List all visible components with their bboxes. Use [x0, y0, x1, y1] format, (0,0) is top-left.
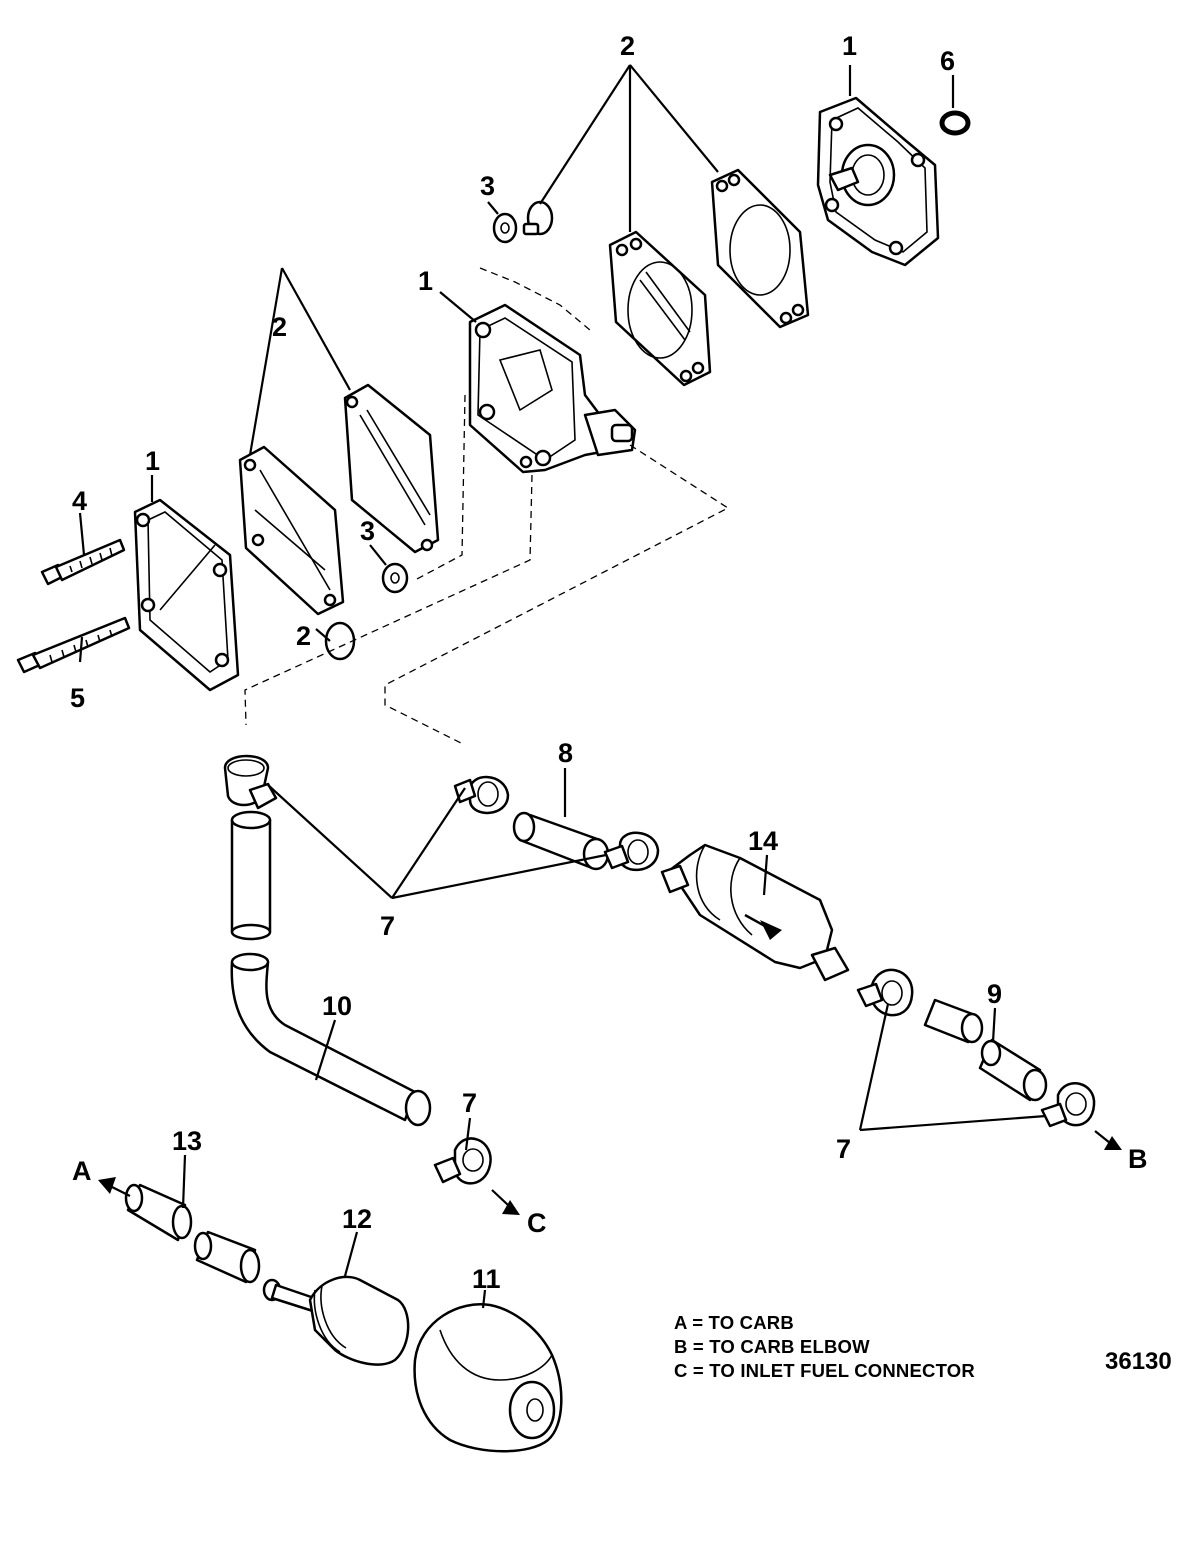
callout-1-pump-body: 1: [418, 266, 433, 296]
callout-13-hose: 13: [172, 1126, 202, 1156]
callout-4-screw: 4: [72, 486, 87, 516]
hose-short: [512, 811, 610, 871]
hose-clamp-right-lower: [1040, 1082, 1096, 1128]
o-ring: [939, 110, 971, 136]
pump-cover-top: [816, 96, 940, 267]
gasket-left-front: [238, 445, 345, 616]
leader-lines: [78, 64, 1047, 1309]
pump-body: [468, 303, 637, 474]
fuel-filter: [660, 843, 850, 982]
callout-5-screw: 5: [70, 683, 85, 713]
hose-clamp-lower: [433, 1137, 492, 1185]
hose-clamp-upper-mid: [453, 775, 510, 815]
destination-label-a: A: [72, 1156, 92, 1186]
assembly-lines: [244, 267, 730, 746]
fuel-hose-bent: [230, 952, 432, 1127]
arrow-to-a: [98, 1177, 131, 1197]
callout-2-mid: 2: [272, 312, 287, 342]
diaphragm: [608, 230, 712, 387]
hose-clamp-right-upper: [856, 968, 914, 1017]
figure-number: 36130: [1105, 1348, 1172, 1375]
hose-short-vertical: [230, 810, 272, 941]
screw-long: [16, 616, 131, 674]
arrow-to-c: [491, 1189, 520, 1215]
legend-item-a: A = TO CARB: [674, 1312, 794, 1333]
callout-1-left-cover: 1: [145, 446, 160, 476]
arrow-to-b: [1094, 1130, 1122, 1150]
retainer-lower: [381, 562, 409, 594]
callout-12-primer-bulb: 12: [342, 1204, 372, 1234]
callout-7-left: 7: [380, 911, 395, 941]
callout-3-top: 3: [480, 171, 495, 201]
destination-label-c: C: [527, 1208, 547, 1238]
callout-7-lower: 7: [462, 1088, 477, 1118]
primer-bulb: [262, 1275, 410, 1366]
check-valve-lower: [324, 621, 356, 661]
callout-14-filter: 14: [748, 826, 778, 856]
callout-1-top-cover: 1: [842, 31, 857, 61]
destination-legend: A = TO CARB B = TO CARB ELBOW C = TO INL…: [674, 1311, 975, 1383]
destination-label-b: B: [1128, 1144, 1148, 1174]
callout-2-low: 2: [296, 621, 311, 651]
callout-8-hose: 8: [558, 738, 573, 768]
callout-2-top: 2: [620, 31, 635, 61]
gasket-left-rear: [343, 383, 440, 554]
callout-6-o-ring: 6: [940, 46, 955, 76]
hose-short-right: [923, 998, 984, 1044]
callout-3-mid: 3: [360, 516, 375, 546]
legend-item-b: B = TO CARB ELBOW: [674, 1336, 870, 1357]
callout-10-hose: 10: [322, 991, 352, 1021]
screw-short: [40, 538, 126, 586]
callout-9-hose: 9: [987, 979, 1002, 1009]
hose-elbow-right: [978, 1038, 1048, 1102]
retainer-top: [492, 212, 518, 244]
primer-bulb-cover: [413, 1303, 563, 1453]
gasket-top-right: [710, 168, 810, 329]
callout-7-right: 7: [836, 1134, 851, 1164]
hose-clamp-upper-left: [223, 754, 278, 810]
hose-clamp-mid: [603, 831, 660, 872]
callout-labels: 1 6 2 3 1 2 1 4 5 3 2 8 14 7 10 7 9 7 13…: [70, 31, 1148, 1294]
hose-short-bottom: [124, 1183, 193, 1242]
pump-cover-left: [133, 498, 240, 692]
legend-item-c: C = TO INLET FUEL CONNECTOR: [674, 1360, 975, 1381]
callout-11-cover: 11: [472, 1264, 501, 1294]
check-valve-top: [522, 200, 554, 236]
hose-short-bottom-2: [193, 1230, 261, 1284]
